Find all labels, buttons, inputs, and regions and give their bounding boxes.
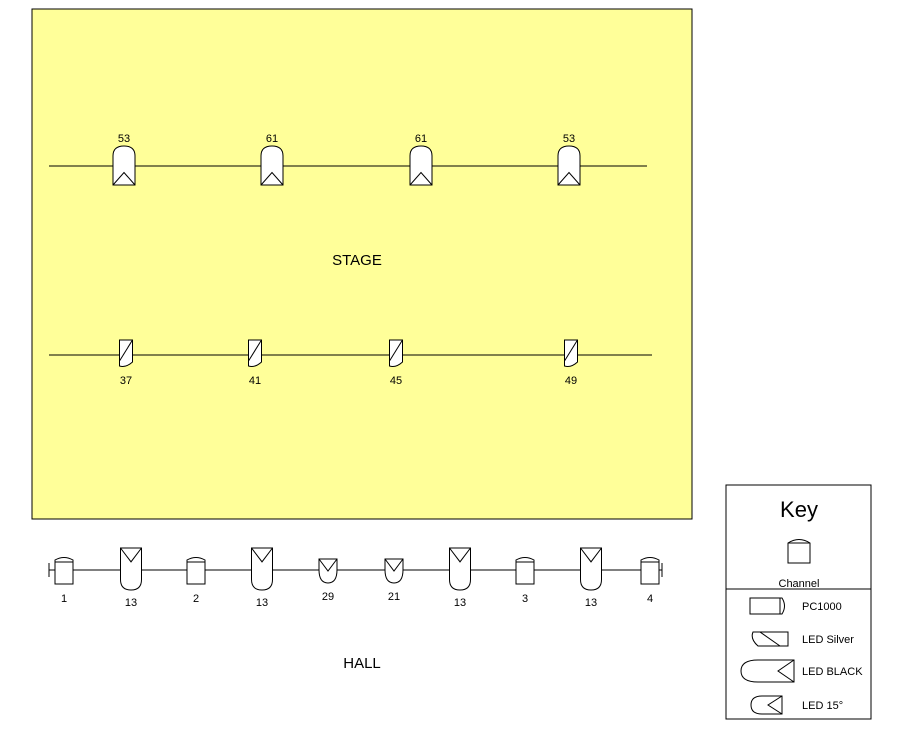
key-channel-symbol: [787, 539, 811, 564]
fixture-led-15: [557, 145, 581, 186]
fixture-led-15: [384, 558, 404, 584]
fixture-pc1000: [186, 557, 206, 585]
fixture-channel-label: 13: [256, 597, 268, 609]
fixture-channel-label: 3: [522, 593, 528, 605]
fixture-led-silver: [564, 339, 578, 367]
fixture-channel-label: 21: [388, 591, 400, 603]
fixture-channel-label: 61: [415, 133, 427, 145]
fixture-led-15: [112, 145, 136, 186]
fixture-channel-label: 13: [125, 597, 137, 609]
fixture-led-black: [580, 547, 602, 591]
key-title: Key: [780, 497, 818, 522]
key-item-label: LED BLACK: [802, 666, 863, 678]
key-channel-label: Channel: [779, 578, 820, 590]
fixture-led-silver: [248, 339, 262, 367]
fixture-pc1000: [54, 557, 74, 585]
fixture-channel-label: 53: [563, 133, 575, 145]
fixture-channel-label: 41: [249, 375, 261, 387]
fixture-channel-label: 4: [647, 593, 653, 605]
fixture-channel-label: 1: [61, 593, 67, 605]
fixture-channel-label: 29: [322, 591, 334, 603]
hall-fixtures: 1 13 2 13 29 21 13 3 13 4: [54, 547, 660, 609]
fixture-led-silver: [119, 339, 133, 367]
fixture-led-black: [251, 547, 273, 591]
lower-bar-fixtures: 37 41 45 49: [119, 339, 578, 387]
fixture-channel-label: 13: [454, 597, 466, 609]
fixture-led-black: [120, 547, 142, 591]
stage-area: [31, 8, 693, 520]
key-symbol-led-black: [740, 659, 795, 683]
fixture-pc1000: [515, 557, 535, 585]
key-symbol-pc1000: [749, 597, 785, 615]
key-item-label: LED 15°: [802, 700, 843, 712]
key-symbol-led-silver: [751, 631, 789, 647]
fixture-channel-label: 37: [120, 375, 132, 387]
fixture-channel-label: 61: [266, 133, 278, 145]
fixture-channel-label: 13: [585, 597, 597, 609]
fixture-channel-label: 45: [390, 375, 402, 387]
fixture-pc1000: [640, 557, 660, 585]
fixture-led-15: [409, 145, 433, 186]
key-item-label: LED Silver: [802, 634, 854, 646]
upper-bar-fixtures: 53 61 61 53: [112, 133, 581, 186]
fixture-led-15: [260, 145, 284, 186]
hall-label: HALL: [343, 655, 381, 672]
fixture-led-15: [318, 558, 338, 584]
key-item-label: PC1000: [802, 601, 842, 613]
stage-label: STAGE: [332, 252, 382, 269]
fixture-led-silver: [389, 339, 403, 367]
fixture-channel-label: 49: [565, 375, 577, 387]
fixture-channel-label: 2: [193, 593, 199, 605]
fixture-led-black: [449, 547, 471, 591]
key-symbol-led-15: [750, 695, 783, 715]
fixture-channel-label: 53: [118, 133, 130, 145]
